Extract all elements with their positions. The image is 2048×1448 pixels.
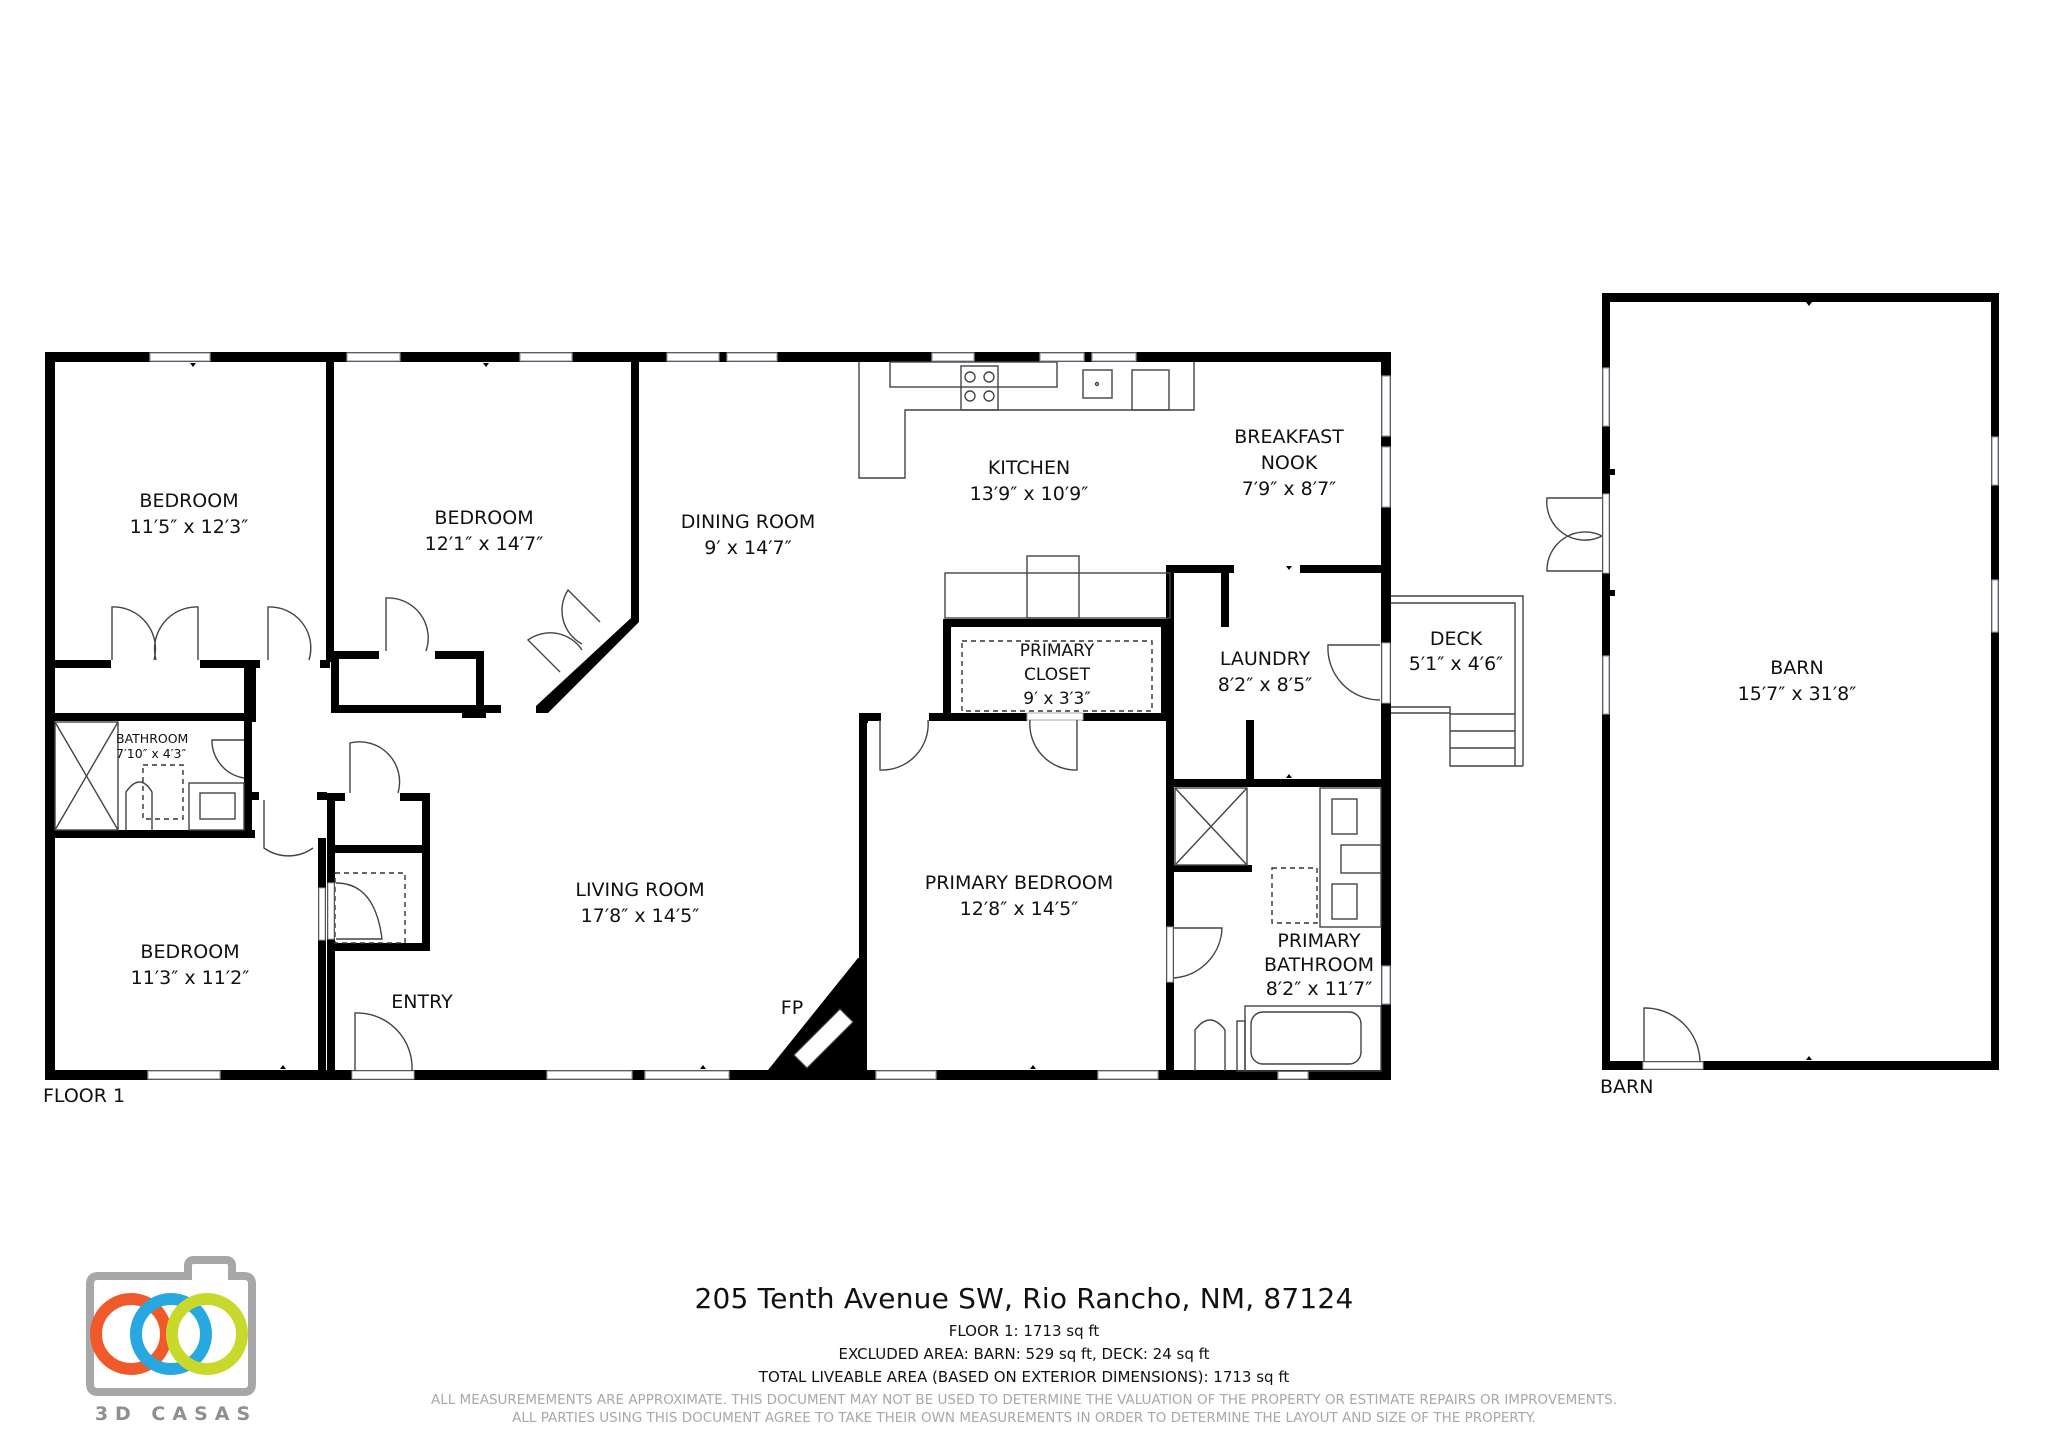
property-address: 205 Tenth Avenue SW, Rio Rancho, NM, 871… [694, 1282, 1354, 1315]
entry-door-gap [351, 1070, 415, 1080]
primary-closet-dims: 9′ x 3′3″ [1023, 689, 1090, 709]
breakfast-nook-dims: 7′9″ x 8′7″ [1242, 478, 1337, 500]
primary-bathroom-label-1: PRIMARY [1277, 930, 1361, 952]
barn-room-label: BARN [1770, 657, 1823, 679]
primary-bedroom-dims: 12′8″ x 14′5″ [960, 898, 1079, 920]
3d-casas-logo [86, 1256, 256, 1396]
bedroom-2-label: BEDROOM [434, 507, 533, 529]
dining-room-dims: 9′ x 14′7″ [704, 537, 791, 559]
kitchen-fixtures [858, 361, 1195, 619]
door-swings [111, 588, 1381, 1072]
entry-label: ENTRY [391, 991, 453, 1013]
measurement-markers [190, 302, 1812, 1069]
logo-wordmark: 3D CASAS [94, 1403, 258, 1425]
excluded-area: EXCLUDED AREA: BARN: 529 sq ft, DECK: 24… [838, 1345, 1210, 1363]
barn-room-dims: 15′7″ x 31′8″ [1738, 683, 1857, 705]
bedroom-1-label: BEDROOM [139, 490, 238, 512]
primary-bathroom-label-2: BATHROOM [1264, 954, 1374, 976]
primary-closet-label-2: CLOSET [1024, 665, 1091, 685]
primary-closet-label-1: PRIMARY [1020, 641, 1095, 661]
breakfast-nook-label-1: BREAKFAST [1234, 426, 1344, 448]
kitchen-label: KITCHEN [988, 457, 1070, 479]
deck-label: DECK [1430, 628, 1483, 650]
barn-openings [1546, 367, 1999, 1070]
primary-bathroom-fixtures [1174, 787, 1382, 1072]
camera-frame-icon [86, 1256, 256, 1396]
room-labels: BEDROOM 11′5″ x 12′3″ BEDROOM 12′1″ x 14… [43, 426, 1856, 1107]
dining-room-label: DINING ROOM [681, 511, 816, 533]
barn-walls [1602, 293, 1999, 1070]
lime-ring-icon [166, 1293, 248, 1375]
total-liveable-area: TOTAL LIVEABLE AREA (BASED ON EXTERIOR D… [758, 1368, 1290, 1386]
bedroom-3-label: BEDROOM [140, 941, 239, 963]
primary-bedroom-label: PRIMARY BEDROOM [925, 872, 1113, 894]
hall-closet-shelf [334, 872, 406, 944]
bedroom-2-dims: 12′1″ x 14′7″ [425, 533, 544, 555]
fireplace-insert [793, 1008, 854, 1069]
laundry-dims: 8′2″ x 8′5″ [1218, 674, 1313, 696]
bedroom-1-dims: 11′5″ x 12′3″ [130, 516, 249, 538]
deck-dims: 5′1″ x 4′6″ [1409, 653, 1504, 675]
living-room-dims: 17′8″ x 14′5″ [581, 905, 700, 927]
kitchen-dims: 13′9″ x 10′9″ [970, 483, 1089, 505]
bedroom-3-dims: 11′3″ x 11′2″ [131, 967, 250, 989]
bottom-windows [147, 1070, 1309, 1080]
interior-walls [45, 352, 1391, 1080]
primary-closet-shelf [961, 640, 1153, 712]
living-room-label: LIVING ROOM [575, 879, 704, 901]
floor-1-label: FLOOR 1 [43, 1085, 125, 1107]
disclaimer-line-2: ALL PARTIES USING THIS DOCUMENT AGREE TO… [512, 1410, 1536, 1426]
barn-building-label: BARN [1600, 1076, 1653, 1098]
laundry-label: LAUNDRY [1220, 648, 1311, 670]
fireplace-label: FP [781, 997, 803, 1019]
hall-bathroom-fixtures [54, 721, 245, 831]
bathroom-dims: 7′10″ x 4′3″ [116, 746, 186, 761]
bathroom-label: BATHROOM [116, 731, 188, 746]
primary-bathroom-dims: 8′2″ x 11′7″ [1266, 978, 1373, 1000]
floor-area: FLOOR 1: 1713 sq ft [948, 1322, 1100, 1340]
top-windows [149, 352, 1137, 362]
deck [1391, 595, 1524, 767]
breakfast-nook-label-2: NOOK [1261, 452, 1318, 474]
blue-ring-icon [130, 1293, 212, 1375]
disclaimer-line-1: ALL MEASUREMEMENTS ARE APPROXIMATE. THIS… [430, 1392, 1618, 1408]
